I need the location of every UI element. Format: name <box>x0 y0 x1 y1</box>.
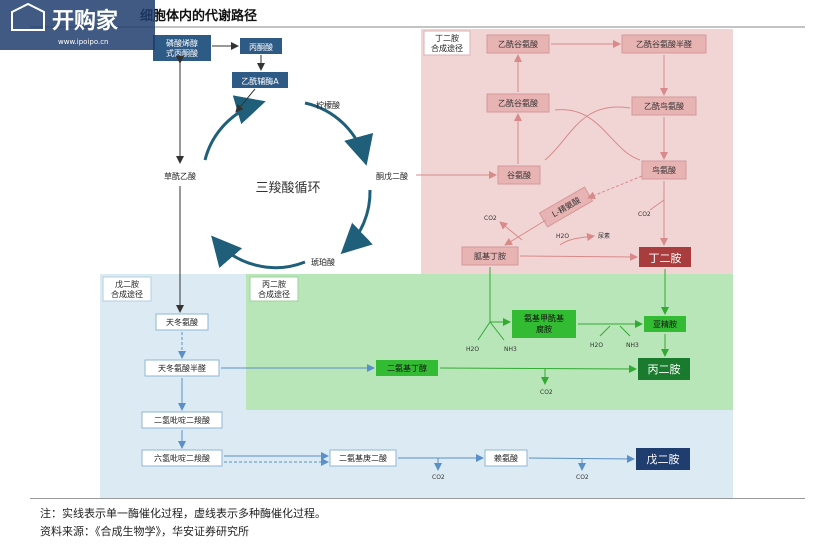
watermark-background <box>0 0 155 50</box>
acetylorn-label: 乙酰鸟氨酸 <box>644 101 684 111</box>
arrow-co2-2 <box>649 199 665 211</box>
region-label-line-2: 合成途径 <box>431 43 463 53</box>
pep-label-2: 式丙酮酸 <box>166 48 198 58</box>
footer-note: 注：实线表示单一酶催化过程，虚线表示多种酶催化过程。 <box>40 507 326 520</box>
ornithine-node <box>641 160 687 180</box>
house-icon <box>11 2 45 31</box>
arrow-larg-agm <box>504 219 547 246</box>
dab-label: 二氨基丁醇 <box>387 363 427 373</box>
arrow-lys-cad <box>528 454 635 463</box>
arrow-dab-pda <box>439 364 637 373</box>
h2o-label-1: H2O <box>556 233 569 240</box>
glutamate-label: 谷氨酸 <box>507 170 531 180</box>
diaminopimelate-node <box>329 449 397 467</box>
acetylglup-label: 乙酰谷氨酸 <box>498 98 538 108</box>
watermark-url: www.ipoipo.cn <box>58 38 109 46</box>
co2-label-4: CO2 <box>432 474 445 481</box>
watermark-brand: 开购家 <box>52 8 119 34</box>
putrescine-label: 丁二胺 <box>649 251 682 265</box>
acetylorn-node <box>631 96 697 116</box>
cadaverine-node <box>636 448 690 470</box>
aspartate-label: 天冬氨酸 <box>166 317 198 327</box>
co2-label-5: CO2 <box>576 474 589 481</box>
co2-label-1: CO2 <box>484 215 497 222</box>
nh3-label-1: NH3 <box>504 346 517 353</box>
citrate-label: 柠檬酸 <box>316 100 340 110</box>
agmatine-label: 胍基丁胺 <box>474 251 506 261</box>
acetylglusa-label: 乙酰谷氨酸半醛 <box>636 39 692 49</box>
aspartate-node <box>155 313 209 331</box>
arrow-co2-1 <box>499 221 523 241</box>
tetrahydro-dpa-label: 六氢吡啶二羧酸 <box>154 453 210 463</box>
h2o-label-3: H2O <box>590 342 603 349</box>
cadaverine-region-label: 戊二胺 合成途径 <box>102 276 152 302</box>
acetylglu-node <box>486 34 550 54</box>
putrescine-node <box>639 247 691 267</box>
lysine-node <box>484 449 528 467</box>
region-label-line-2: 合成途径 <box>258 289 290 299</box>
recycle-curve-1 <box>544 106 631 161</box>
glutamate-node <box>497 165 541 185</box>
dab-node <box>376 360 438 376</box>
succinate-label: 琥珀酸 <box>311 257 335 267</box>
recycle-curve-2 <box>554 109 641 161</box>
page-title: 细胞体内的代谢路径 <box>140 8 257 24</box>
putrescine-region <box>421 29 733 274</box>
co2-label-3: CO2 <box>540 389 553 396</box>
agmatine-node <box>461 246 519 266</box>
arrow-h2o-branch <box>477 321 491 341</box>
pyruvate-label: 丙酮酸 <box>249 42 273 52</box>
spermidine-label: 亚精胺 <box>653 319 677 329</box>
tca-cycle: 三羧酸循环 <box>203 95 374 270</box>
acoa-to-cycle-arrow <box>235 88 256 113</box>
acetylglup-node <box>486 93 550 113</box>
pep-label-1: 磷酸烯醇 <box>166 38 198 48</box>
arrow-urea <box>559 233 595 246</box>
arrow-nh3-branch <box>489 321 505 341</box>
acetylglu-label: 乙酰谷氨酸 <box>498 39 538 49</box>
arrow-h2o-in <box>599 325 611 337</box>
asp-sa-label: 天冬氨酸半醛 <box>158 363 206 373</box>
region-label-line-1: 戊二胺 <box>115 279 139 289</box>
nh3-label-2: NH3 <box>626 342 639 349</box>
arrow-agm-put <box>519 252 638 261</box>
ornithine-label: 鸟氨酸 <box>652 165 676 175</box>
asp-sa-node <box>144 359 220 377</box>
cadaverine-label: 戊二胺 <box>647 452 680 466</box>
akg-label: 酮戊二酸 <box>376 171 408 181</box>
footer-source: 资料来源：《合成生物学》，华安证券研究所 <box>40 525 249 538</box>
lysine-label: 赖氨酸 <box>494 453 518 463</box>
acetyl-coa-node <box>232 72 288 88</box>
region-label-line-2: 合成途径 <box>111 289 143 299</box>
acetyl-coa-label: 乙酰辅酶A <box>241 76 279 86</box>
diaminopimelate-label: 二氨基庚二酸 <box>339 453 387 463</box>
tca-cycle-label: 三羧酸循环 <box>255 180 320 196</box>
propanediamine-label: 丙二胺 <box>648 362 681 376</box>
pyruvate-node <box>240 38 282 54</box>
carbamoyl-label-2: 腐胺 <box>536 324 552 334</box>
region-label-line-1: 丁二胺 <box>435 33 459 43</box>
arrow-nh3-out <box>619 325 631 337</box>
acetylglusa-node <box>621 34 707 54</box>
region-label-line-1: 丙二胺 <box>262 279 286 289</box>
propanediamine-region-label: 丙二胺 合成途径 <box>249 276 299 302</box>
spermidine-node <box>644 316 686 332</box>
oaa-label: 草酰乙酸 <box>164 171 196 181</box>
putrescine-region-label: 丁二胺 合成途径 <box>423 30 471 56</box>
watermark-logo: 开购家 www.ipoipo.cn <box>0 0 155 50</box>
urea-label: 尿素 <box>598 232 610 240</box>
carbamoyl-node <box>512 310 576 338</box>
h2o-label-2: H2O <box>466 346 479 353</box>
tetrahydro-dpa-node <box>141 449 223 467</box>
propanediamine-node <box>638 358 690 380</box>
carbamoyl-label-1: 氨基甲酰基 <box>524 313 564 323</box>
footer-rule <box>30 498 805 499</box>
dihydro-dpa-label: 二氢吡啶二羧酸 <box>154 415 210 425</box>
dihydro-dpa-node <box>141 411 223 429</box>
co2-label-2: CO2 <box>638 211 651 218</box>
